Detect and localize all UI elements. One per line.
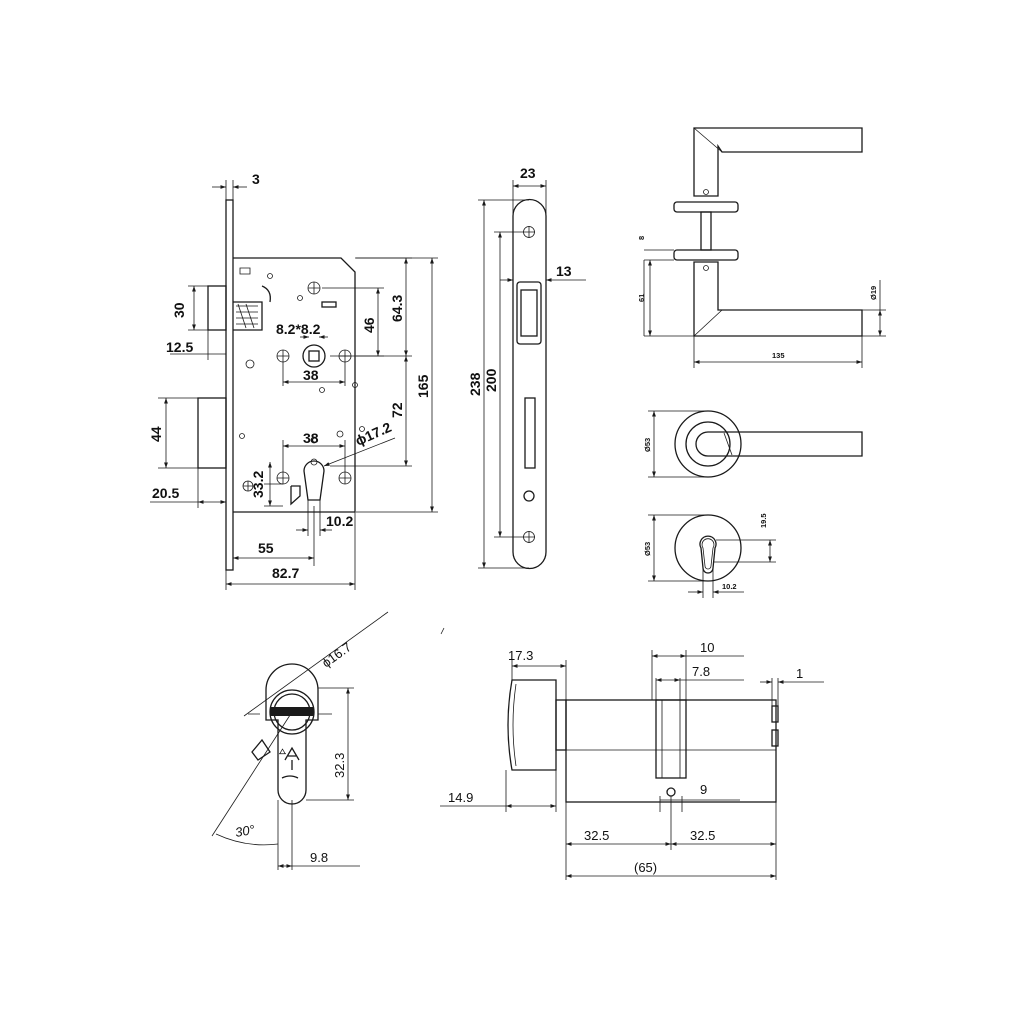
dim-cam-width: 10.2	[326, 513, 353, 529]
latch-opening	[516, 281, 542, 345]
dim-center-distance: 72	[389, 402, 405, 418]
dim-cam-hole: 9	[700, 782, 707, 797]
dim-escutcheon-diameter: Ø53	[643, 542, 652, 556]
dim-body-depth: 82.7	[272, 565, 299, 581]
rose-outer	[674, 410, 742, 478]
lock-body-view: 3 30 12.5 8.2*8.2 38 46 64.3 72 165	[148, 171, 438, 590]
lever-handle-top	[693, 127, 863, 197]
dim-body-height: 165	[415, 374, 431, 398]
lever-side-view: 8 61 Ø19 135	[637, 127, 886, 368]
cylinder-front-view: ⧍ ϕ16.7 32.3 30° 9.8	[211, 611, 389, 870]
deadbolt	[197, 397, 227, 469]
dim-spindle-to-top: 46	[361, 317, 377, 333]
dim-faceplate-length: 238	[467, 372, 483, 396]
lever-handle-bottom	[693, 261, 863, 337]
cylinder-profile	[265, 663, 319, 805]
faceplate-hole	[523, 490, 535, 502]
dim-keyhole-width: 10.2	[722, 582, 737, 591]
faceplate-view: 23 13 238 200	[467, 165, 586, 570]
cam-hole	[666, 787, 676, 797]
dim-cam-offset: 7.8	[692, 664, 710, 679]
dim-spindle-square: 8.2*8.2	[276, 321, 321, 337]
dim-end-gap: 1	[796, 666, 803, 681]
spindle	[700, 211, 712, 251]
escutcheon-view: Ø53 19.5 10.2	[643, 513, 776, 598]
bolt-opening	[524, 397, 536, 469]
cylinder-body	[565, 699, 777, 803]
dim-cam-offset-width: 9.8	[310, 850, 328, 865]
thumb-turn-bar	[270, 707, 314, 716]
dim-latch-height: 30	[171, 302, 187, 318]
cam-slot	[655, 699, 687, 779]
dim-screw-distance: 200	[483, 368, 499, 392]
lever-grip	[695, 431, 863, 457]
dim-faceplate-thickness: 13	[556, 263, 572, 279]
dim-cylinder-hole: ϕ17.2	[353, 419, 394, 449]
dim-half-left: 32.5	[584, 828, 609, 843]
dim-faceplate-width: 23	[520, 165, 536, 181]
dim-total-length: (65)	[634, 860, 657, 875]
rose-top	[673, 201, 739, 213]
dim-cylinder-diameter: ϕ16.7	[319, 639, 354, 670]
cam	[251, 738, 271, 761]
dim-cam-angle: 30°	[234, 822, 256, 840]
dim-faceplate-thickness: 3	[252, 171, 260, 187]
dim-hole-spacing-top: 38	[303, 367, 319, 383]
dim-bolt-height: 44	[148, 426, 164, 442]
dim-knob-width: 17.3	[508, 648, 533, 663]
dim-grip-diameter: Ø19	[869, 286, 878, 300]
knob-neck	[555, 699, 567, 751]
dim-latch-offset: 12.5	[166, 339, 193, 355]
dim-hole-spacing-bottom: 38	[303, 430, 319, 446]
dim-lever-height: 61	[637, 294, 646, 302]
dim-rose-thickness: 8	[637, 236, 646, 240]
slot	[321, 301, 337, 308]
dim-rose-diameter: Ø53	[643, 438, 652, 452]
brand-mark: ⧍	[279, 747, 287, 756]
rose-bottom	[673, 249, 739, 261]
dim-cylinder-height: 33.2	[250, 471, 266, 498]
dim-bolt-throw: 20.5	[152, 485, 179, 501]
dim-cylinder-height: 32.3	[332, 753, 347, 778]
dim-half-right: 32.5	[690, 828, 715, 843]
rose-inner	[685, 421, 731, 467]
knob	[507, 679, 557, 771]
lock-faceplate	[225, 199, 234, 571]
keyhole-outline	[699, 535, 717, 574]
dim-top-edge: 64.3	[389, 295, 405, 322]
lever-rose-view: Ø53	[643, 410, 863, 478]
cylinder-side-view: 17.3 10 7.8 1 14.9 9 32.5 32.5 (65)	[440, 640, 824, 880]
dim-keyhole-height: 19.5	[759, 513, 768, 528]
faceplate-outline	[512, 198, 547, 570]
escutcheon-outer	[674, 514, 742, 582]
dim-cam-slot-width: 10	[700, 640, 714, 655]
dim-knob-offset: 14.9	[448, 790, 473, 805]
dim-lever-length: 135	[772, 351, 785, 360]
dim-backset: 55	[258, 540, 274, 556]
latch	[207, 267, 271, 331]
